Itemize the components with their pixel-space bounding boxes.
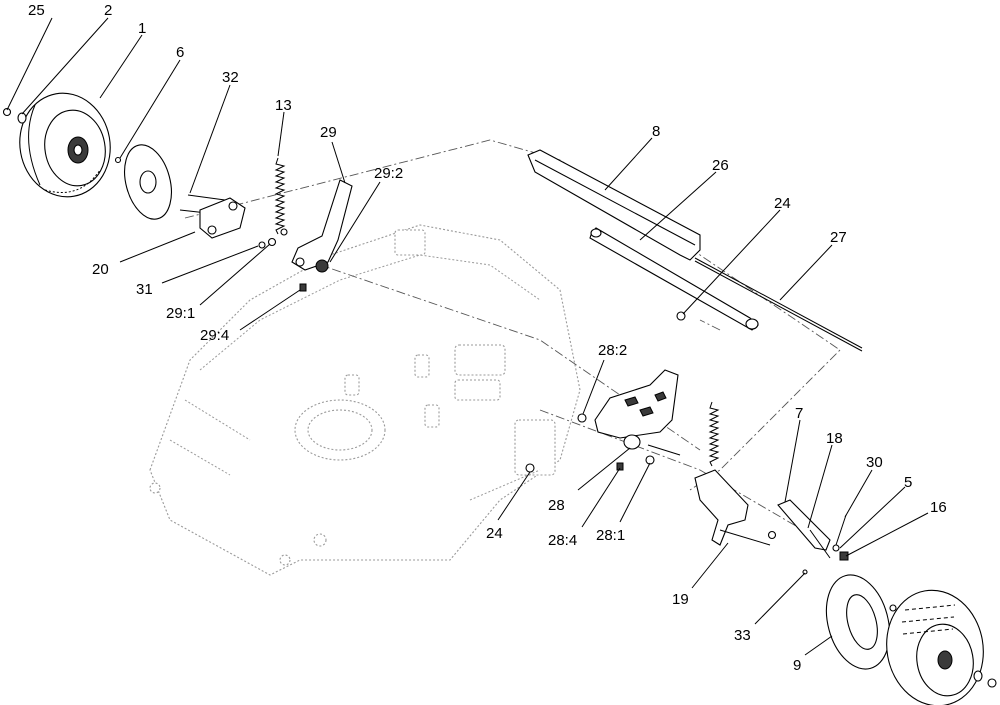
arm-bolt [767, 530, 777, 540]
bracket-hole [207, 225, 217, 235]
left-hubcap-center [139, 170, 157, 194]
right-hubcap-9 [825, 574, 891, 670]
callout-19: 19 [672, 591, 689, 608]
callout-28: 28 [548, 497, 565, 514]
callout-29-4: 29:4 [200, 327, 229, 344]
right-washer [973, 670, 983, 682]
callout-5: 5 [904, 474, 912, 491]
right-wheel [886, 589, 984, 705]
callout-18: 18 [826, 430, 843, 447]
left-wheel [19, 92, 111, 198]
callouts: 25 2 1 6 32 13 29 29:2 20 31 29:1 29:4 8… [28, 2, 947, 674]
rod-27-edge [694, 260, 863, 352]
callout-28-4: 28:4 [548, 532, 577, 549]
arm-axle [719, 529, 771, 546]
callout-28-1: 28:1 [596, 527, 625, 544]
callout-29-2: 29:2 [374, 165, 403, 182]
callout-29-1: 29:1 [166, 305, 195, 322]
callout-20: 20 [92, 261, 109, 278]
spring-16 [839, 551, 849, 561]
washer-28-1 [645, 455, 655, 465]
bushing-29-2 [315, 259, 329, 273]
callout-31: 31 [136, 281, 153, 298]
shield-crease [534, 159, 696, 246]
spring-13 [274, 157, 286, 235]
plate-slot [654, 391, 667, 402]
callout-8: 8 [652, 123, 660, 140]
washer-29-1 [267, 237, 277, 247]
callout-1: 1 [138, 20, 146, 37]
callout-33: 33 [734, 627, 751, 644]
nut-25 [2, 107, 12, 117]
callout-28-2: 28:2 [598, 342, 627, 359]
washer-28-2 [577, 413, 587, 423]
callout-24-upper: 24 [774, 195, 791, 212]
right-nut [987, 678, 997, 688]
callout-7: 7 [795, 405, 803, 422]
callout-6: 6 [176, 44, 184, 61]
pivot-bolt [647, 444, 681, 456]
nut-24-lower [525, 463, 535, 473]
lever-pivot [295, 257, 305, 267]
callout-27: 27 [830, 229, 847, 246]
bushing-28 [623, 434, 641, 450]
rod-end [745, 318, 759, 330]
nut-29-4 [299, 283, 307, 292]
callout-2: 2 [104, 2, 112, 19]
leader-lines [6, 17, 929, 656]
callout-24-lower: 24 [486, 525, 503, 542]
rod-27 [694, 257, 863, 349]
callout-9: 9 [793, 657, 801, 674]
height-plate-28 [594, 369, 679, 439]
rod-end [590, 228, 602, 238]
callout-16: 16 [930, 499, 947, 516]
nut-5 [832, 544, 840, 552]
arm-19 [694, 469, 749, 546]
bolt-31 [258, 241, 266, 249]
nut-28-4 [616, 462, 624, 471]
hubcap-screw [889, 604, 897, 612]
bracket-hole [228, 201, 238, 211]
callout-30: 30 [866, 454, 883, 471]
left-bracket [199, 197, 246, 239]
mower-deck [149, 224, 581, 576]
plate-slot [624, 396, 639, 407]
rear-shield-8 [527, 149, 701, 261]
lever-7 [777, 499, 831, 551]
plate-slot [639, 406, 654, 417]
callout-13: 13 [275, 97, 292, 114]
callout-29: 29 [320, 124, 337, 141]
right-spring [708, 401, 720, 467]
callout-25: 25 [28, 2, 45, 19]
bolt-32 [187, 194, 226, 201]
height-lever-29 [291, 179, 353, 271]
washer-2 [17, 112, 27, 124]
bolt-30 [835, 514, 847, 546]
link-18 [809, 529, 831, 559]
screw-6 [114, 156, 122, 164]
callout-26: 26 [712, 157, 729, 174]
callout-32: 32 [222, 69, 239, 86]
bolt-head [280, 228, 288, 236]
pin-33 [802, 569, 808, 575]
